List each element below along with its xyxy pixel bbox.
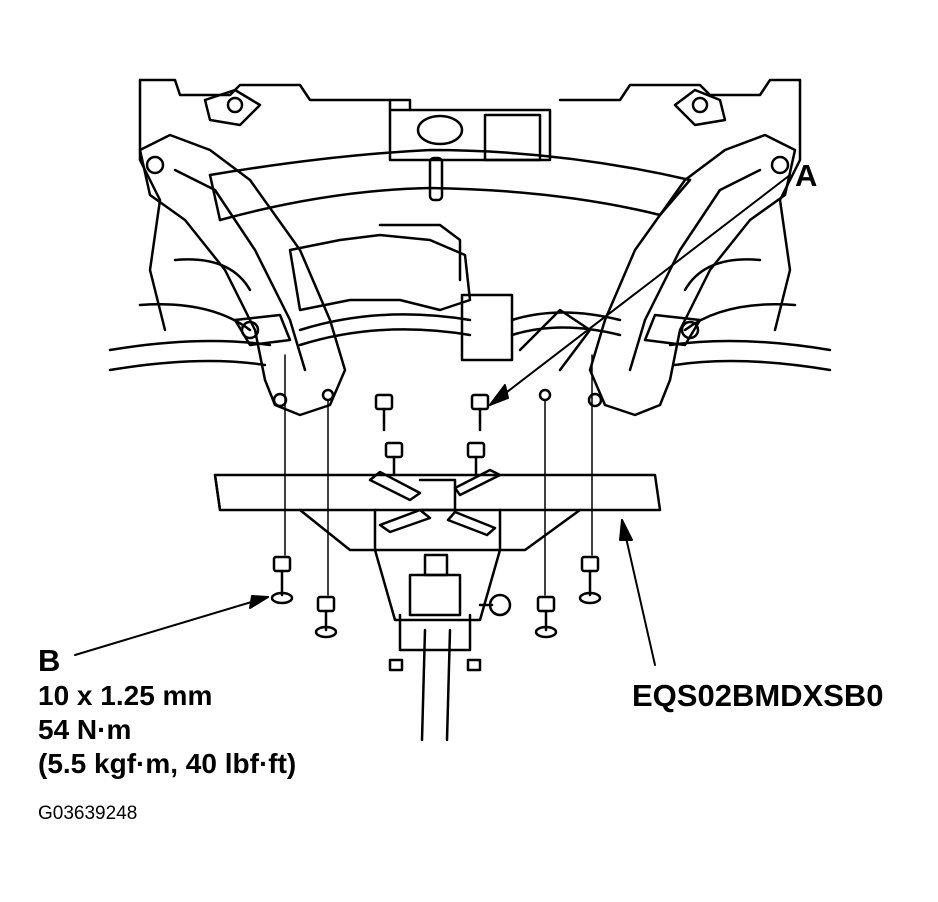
torque-spec-label: 54 N·m [38, 714, 132, 745]
jack-support-beam [213, 468, 662, 552]
subframe-crossmember [208, 148, 692, 222]
vehicle-body-outline [108, 78, 832, 372]
subframe-left-arm [138, 88, 347, 417]
bolt-size-label: 10 x 1.25 mm [38, 680, 213, 711]
bolt-group [270, 393, 602, 639]
subframe-right-arm [538, 88, 797, 417]
leader-lines [74, 174, 791, 666]
engine-mount-area [288, 98, 622, 372]
torque-alt-label: (5.5 kgf·m, 40 lbf·ft) [38, 748, 297, 779]
tool-code-label: EQS02BMDXSB0 [632, 678, 884, 713]
alignment-lines [284, 354, 593, 596]
callout-a-label: A [795, 158, 818, 193]
floor-jack [373, 548, 512, 742]
callout-b-label: B [38, 643, 61, 678]
figure-id-label: G03639248 [38, 803, 138, 824]
